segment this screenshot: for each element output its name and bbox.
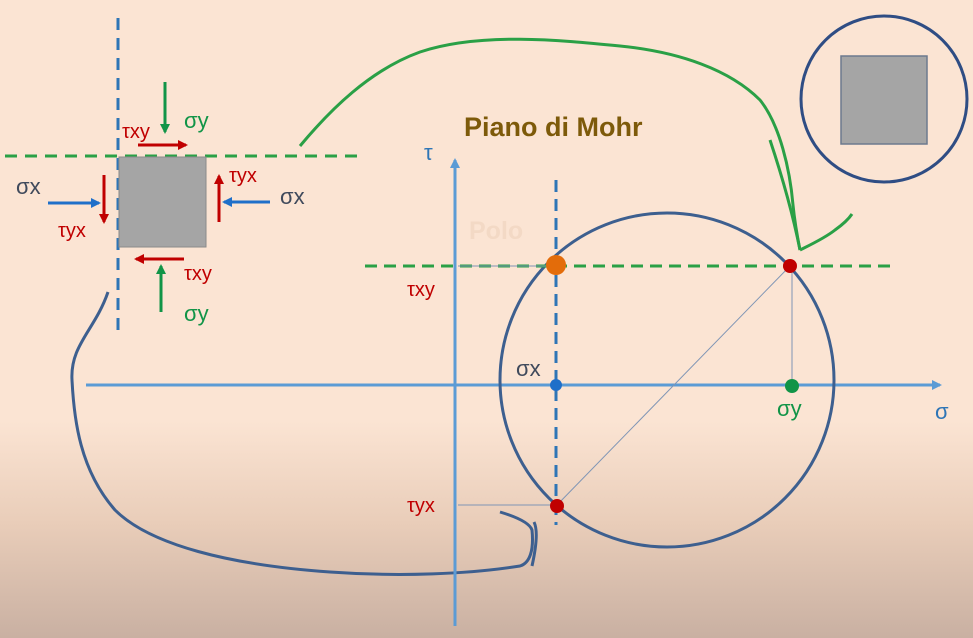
diameter-line bbox=[555, 265, 791, 507]
mohr-sigma-y-label: σy bbox=[777, 396, 802, 421]
stress-block bbox=[118, 156, 207, 248]
sigma-axis-label: σ bbox=[935, 399, 949, 424]
pole-label: Polo bbox=[469, 217, 523, 245]
sigma-x-point bbox=[550, 379, 562, 391]
sigma-y-bottom-label: σy bbox=[184, 301, 209, 326]
point-y-face bbox=[550, 499, 564, 513]
mohr-tau-yx-label: τyx bbox=[407, 495, 435, 517]
sigma-y-point bbox=[785, 379, 799, 393]
inset-block bbox=[840, 55, 928, 145]
sigma-x-left-label: σx bbox=[16, 174, 41, 199]
sigma-x-right-label: σx bbox=[280, 184, 305, 209]
tau-yx-left-label: τyx bbox=[58, 220, 86, 242]
green-freehand-tick bbox=[768, 139, 854, 252]
orientation-inset bbox=[799, 14, 969, 184]
tau-xy-top-label: τxy bbox=[122, 121, 150, 143]
blue-freehand-curve bbox=[70, 291, 538, 576]
tau-yx-right-label: τyx bbox=[229, 165, 257, 187]
mohr-axes: σ τ bbox=[86, 140, 949, 626]
stress-element: σy τxy σx τyx σx τyx τxy σy bbox=[5, 18, 360, 332]
sigma-y-top-label: σy bbox=[184, 108, 209, 133]
mohr-tau-xy-label: τxy bbox=[407, 279, 435, 301]
diagram-title: Piano di Mohr bbox=[464, 112, 643, 142]
point-x-face bbox=[783, 259, 797, 273]
mohr-sigma-x-label: σx bbox=[516, 356, 541, 381]
mohr-circle bbox=[498, 211, 836, 549]
tau-xy-bottom-label: τxy bbox=[184, 263, 212, 285]
green-freehand-curve bbox=[298, 37, 802, 251]
pole-point bbox=[546, 255, 566, 275]
tau-axis-label: τ bbox=[424, 140, 433, 165]
